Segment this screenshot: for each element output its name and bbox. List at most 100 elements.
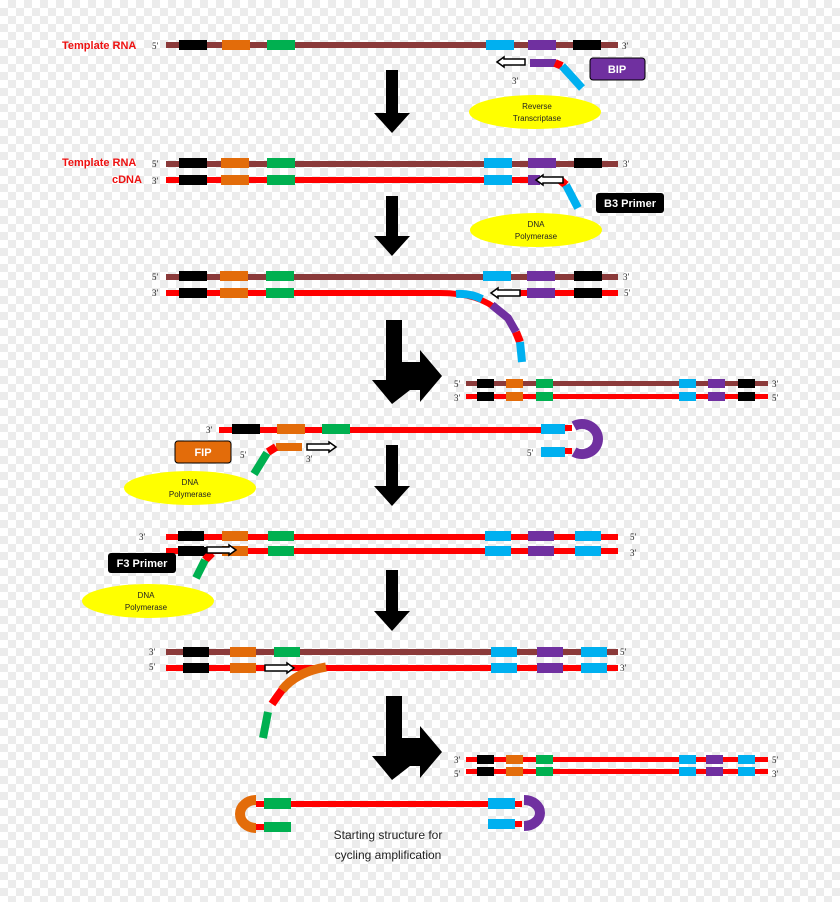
region-blue [488, 798, 515, 809]
region-green [266, 288, 294, 298]
primer-red-link [512, 330, 524, 344]
region-black [477, 755, 494, 764]
end-label: 3′ [630, 548, 637, 558]
rna-strand [166, 161, 618, 167]
cdna-strand [166, 177, 540, 183]
primer-blue-tail [559, 63, 585, 91]
region-orange [222, 40, 250, 50]
end-label: 3′ [139, 532, 146, 542]
region-blue [679, 392, 696, 401]
displaced-cdna-strand [166, 290, 503, 315]
region-purple [708, 379, 725, 388]
region-orange [506, 379, 523, 388]
region-green [268, 546, 294, 556]
step-6: 3′ 5′ 5′ 3′ 3′ 5′ [149, 647, 779, 780]
extension-arrow-icon [206, 543, 238, 557]
region-green [267, 40, 295, 50]
fip-label: FIP [194, 447, 211, 459]
enzyme-label: Polymerase [125, 603, 168, 612]
region-purple [537, 647, 563, 657]
dna-strand [264, 801, 515, 807]
end-label: 5′ [624, 288, 631, 298]
primer-blue-tail [516, 341, 526, 363]
branch-arrow-icon [372, 696, 442, 780]
region-black [477, 767, 494, 776]
region-green [274, 647, 300, 657]
f3-label: F3 Primer [117, 558, 168, 570]
end-label: 5′ [454, 769, 461, 779]
region-orange [221, 158, 249, 168]
region-blue [679, 379, 696, 388]
hairpin-loop [571, 419, 603, 459]
displaced-orange [278, 662, 327, 693]
f3-badge [108, 553, 176, 573]
region-blue [541, 424, 565, 434]
dna-strand [466, 394, 768, 399]
region-orange [222, 531, 248, 541]
region-purple [528, 158, 556, 168]
region-black [574, 158, 602, 168]
down-arrow-icon [374, 570, 410, 631]
primer-red-link [553, 59, 564, 70]
extension-arrow-icon [306, 440, 338, 454]
region-green [536, 379, 553, 388]
dna-strand [166, 665, 618, 671]
down-arrow-icon [374, 70, 410, 133]
rna-strand [466, 381, 768, 386]
end-label: 5′ [630, 532, 637, 542]
region-black [738, 379, 755, 388]
region-blue [491, 647, 517, 657]
end-label: 3′ [772, 769, 779, 779]
dna-strand [466, 757, 768, 762]
enzyme-label: Reverse [522, 102, 552, 111]
region-black [183, 647, 209, 657]
region-purple [706, 755, 723, 764]
dna-strand [166, 548, 618, 554]
region-orange [221, 175, 249, 185]
extension-arrow-icon [495, 55, 526, 69]
end-label: 3′ [149, 647, 156, 657]
end-label: 3′ [152, 288, 159, 298]
b3-badge [596, 193, 664, 213]
end-label: 5′ [454, 379, 461, 389]
fip-badge [174, 440, 232, 464]
region-blue [679, 755, 696, 764]
enzyme-label: Polymerase [515, 232, 558, 241]
primer-green-tail [192, 558, 209, 580]
cdna-label: cDNA [112, 174, 142, 186]
region-black [477, 392, 494, 401]
enzyme-ellipse [470, 213, 602, 247]
region-blue [581, 663, 607, 673]
end-label: 5′ [152, 41, 159, 51]
region-blue [485, 531, 511, 541]
rna-strand [166, 42, 618, 48]
primer-red-link [265, 443, 279, 456]
region-blue [541, 447, 565, 457]
region-purple [489, 301, 520, 334]
region-black [179, 271, 207, 281]
region-blue [484, 158, 512, 168]
region-green [322, 424, 350, 434]
primer-purple [530, 59, 556, 67]
region-blue [455, 289, 484, 303]
branch-arrow-icon [372, 320, 442, 404]
new-dna-strand [510, 290, 618, 296]
primer-orange [276, 443, 302, 451]
end-label: 3′ [454, 755, 461, 765]
extension-arrow-icon [489, 286, 521, 300]
final-dumbbell-structure: Starting structure for cycling amplifica… [235, 795, 545, 862]
region-purple [528, 175, 540, 185]
region-blue [575, 546, 601, 556]
hairpin-loop-purple [523, 795, 545, 831]
region-green [268, 531, 294, 541]
template-rna-label: Template RNA [62, 40, 136, 52]
extension-arrow-icon [264, 661, 296, 675]
step-4: 3′ 5′ 3′ 5′ FIP DNA Polymerase [124, 419, 603, 506]
region-black [179, 40, 207, 50]
end-label: 3′ [206, 425, 213, 435]
enzyme-ellipse [469, 95, 601, 129]
region-blue [483, 271, 511, 281]
end-label: 3′ [620, 663, 627, 673]
enzyme-ellipse [124, 471, 256, 505]
end-label: 3′ [152, 176, 159, 186]
